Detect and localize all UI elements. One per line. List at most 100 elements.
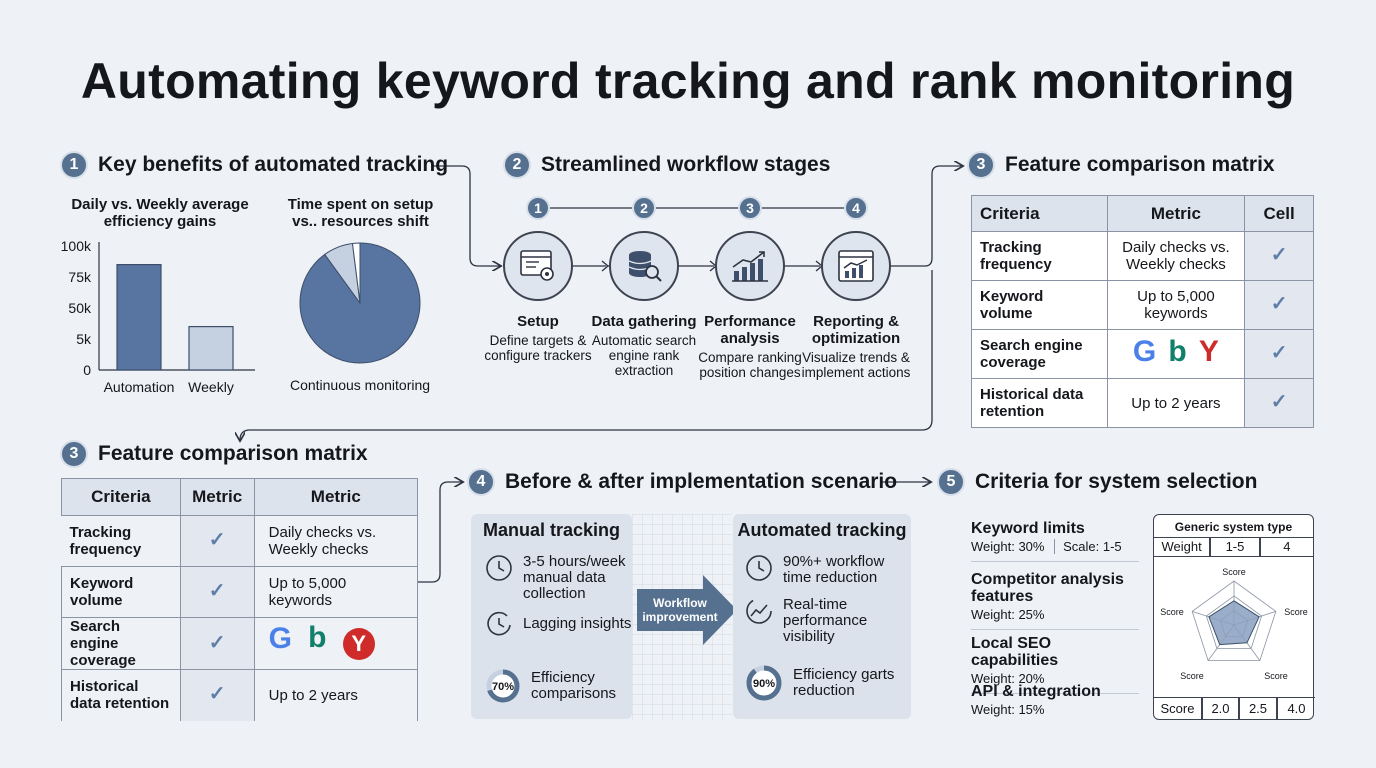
metric-cell: Daily checks vs. Weekly checks [253,515,419,567]
criteria-cell: Search engine coverage [971,329,1108,379]
stage-2-number: 2 [632,196,656,220]
y-tick-label: 5k [76,331,92,347]
automated-item-1: 90%+ workflow time reduction [745,554,911,586]
google-logo-icon: G [268,621,292,655]
criteria-cell: Tracking frequency [61,515,181,567]
criteria-cell: Historical data retention [61,669,181,721]
metric-cell: Up to 5,000 keywords [1106,280,1246,330]
stage-reporting: Reporting & optimization Visualize trend… [801,231,911,380]
pie-slice-label: Continuous monitoring [289,377,431,393]
automated-item-text: Real-time performance visibility [783,596,868,645]
criteria-api-integration: API & integration Weight: 15% [971,683,1139,717]
radar-bottom-cell: 2.0 [1202,697,1239,719]
criteria-weight-row: Weight: 30% Scale: 1-5 [971,539,1139,554]
radar-grid [1205,595,1263,649]
metric-cell: Up to 2 years [253,669,419,721]
criteria-cell: Keyword volume [971,280,1108,330]
section1-number: 1 [60,151,88,179]
radar-axis-label: Score [1264,671,1288,681]
criteria-cell: Tracking frequency [971,231,1108,281]
criteria-weight: Weight: 30% [971,539,1045,554]
manual-gauge-row: 70% Efficiency comparisons [485,668,632,704]
yandex-logo-icon: Y [1198,335,1219,368]
manual-item-1: 3-5 hours/week manual data collection [485,554,632,602]
automated-item-2: Real-time performance visibility [745,597,911,645]
stage-desc: Automatic search engine rank extraction [591,333,697,378]
radar-bottom-cell: Score [1154,697,1202,719]
header-cell: Cell [1244,195,1314,232]
page-title: Automating keyword tracking and rank mon… [80,53,1296,109]
section3b-header: 3 Feature comparison matrix [60,440,368,468]
stage-title: Data gathering [591,313,697,330]
clock-icon [486,555,512,581]
radar-axis-label: Score [1180,671,1204,681]
stage-data-gathering: Data gathering Automatic search engine r… [589,231,699,378]
x-tick-label: Weekly [188,379,234,395]
manual-gauge-label: Efficiency comparisons [531,669,617,702]
manual-gauge-value: 70% [491,681,515,693]
pie-chart-title: Time spent on setup vs.. resources shift [287,196,434,230]
y-tick-label: 100k [61,238,92,254]
manual-gauge: 70% [485,668,521,704]
automated-item-text: 90%+ workflow time reduction [783,553,885,586]
criteria-competitor-analysis: Competitor analysis features Weight: 25% [971,571,1139,630]
stage-2: 2 [589,196,699,220]
table-row: Search engine coverage ✓ G b Y [61,617,419,670]
bing-logo-icon: b [1168,335,1187,368]
radar-grid [1191,580,1277,661]
section3a-title: Feature comparison matrix [1005,153,1275,176]
radar-top-cell: 1-5 [1210,537,1260,557]
header-metric: Metric [179,478,255,516]
table-row: Historical data retention ✓ Up to 2 year… [61,669,419,721]
header-metric-2: Metric [253,478,419,516]
criteria-title: Keyword limits [971,520,1085,537]
stage-title: Reporting & optimization [811,313,901,347]
table-row: Search engine coverage G b Y ✓ [971,329,1314,379]
section1-header: 1 Key benefits of automated tracking [60,151,448,179]
section2-title: Streamlined workflow stages [541,153,831,176]
stage-desc: Compare ranking position changes [698,350,802,380]
database-search-icon [609,231,679,301]
automated-tracking-title: Automated tracking [737,520,907,540]
bar [188,325,234,371]
stage-4: 4 [801,196,911,220]
check-icon: ✓ [179,515,255,567]
criteria-title: API & integration [971,683,1101,700]
automated-gauge: 90% [745,664,783,702]
criteria-cell: Keyword volume [61,566,181,618]
radar-top-row: Weight 1-5 4 [1154,537,1313,557]
bar [116,264,162,371]
section5-title: Criteria for system selection [975,470,1258,493]
bing-logo-icon: b [308,621,327,655]
stage-desc: Visualize trends & implement actions [801,350,911,380]
criteria-cell: Historical data retention [971,378,1108,428]
section1-title: Key benefits of automated tracking [98,153,449,176]
radar-title: Generic system type [1174,520,1293,534]
radar-axis-label: Score [1160,607,1184,617]
manual-item-text: 3-5 hours/week manual data collection [523,553,626,602]
criteria-keyword-limits: Keyword limits Weight: 30% Scale: 1-5 [971,520,1139,562]
gauge-fill [486,669,520,703]
criteria-cell: Search engine coverage [61,617,181,670]
manual-item-text: Lagging insights [523,615,632,632]
section5-header: 5 Criteria for system selection [937,468,1257,496]
section5-number: 5 [937,468,965,496]
y-tick-label: 0 [83,362,91,378]
section2-header: 2 Streamlined workflow stages [503,151,830,179]
manual-item-2: Lagging insights [485,610,632,638]
lagging-clock-icon [487,611,511,636]
radar-area [1208,600,1260,646]
metric-cell: Up to 5,000 keywords [253,566,419,618]
automated-gauge-ring [746,665,782,701]
check-icon: ✓ [1244,280,1314,330]
radar-bottom-cell: 4.0 [1277,697,1315,719]
settings-window-icon [503,231,573,301]
criteria-title: Local SEO capabilities [971,635,1059,669]
gauge-fill [746,665,782,701]
header-criteria: Criteria [61,478,181,516]
pie-slice [299,242,421,364]
workflow-improvement-label: Workflow improvement [642,596,718,624]
stage-connectors [550,207,844,272]
stage-title: Performance analysis [704,313,796,347]
